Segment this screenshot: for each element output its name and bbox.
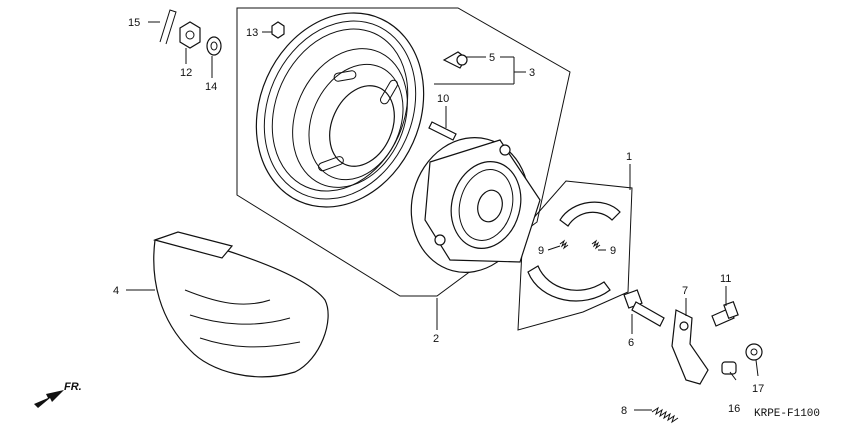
cotter-pin: [159, 9, 177, 45]
callout-2: 2: [433, 333, 439, 345]
callout-3: 3: [529, 67, 535, 79]
callout-16: 16: [728, 403, 740, 415]
hub-brake-drum: [410, 137, 541, 273]
diagram-code: KRPE-F1100: [754, 408, 820, 420]
brake-cam: [623, 289, 665, 327]
callout-6: 6: [628, 337, 634, 349]
nut: [745, 343, 763, 361]
bolt: [711, 300, 739, 327]
leader-lines: [126, 21, 759, 411]
callout-10: 10: [437, 93, 449, 105]
callout-4: 4: [113, 285, 119, 297]
brake-arm: [671, 309, 709, 385]
callout-7: 7: [682, 285, 688, 297]
brake-shoe-lower: [527, 265, 611, 302]
stud-bolt: [428, 121, 457, 141]
callout-8: 8: [621, 405, 627, 417]
callout-11: 11: [720, 273, 731, 285]
wheel-rim: [255, 12, 425, 208]
collar: [721, 361, 737, 375]
callout-15: 15: [128, 17, 140, 29]
washer: [206, 36, 222, 56]
callout-9-right: 9: [610, 245, 616, 257]
air-valve: [442, 51, 468, 69]
callout-9-left: 9: [538, 245, 544, 257]
callout-17: 17: [752, 383, 764, 395]
shoe-springs: [559, 239, 601, 250]
direction-label: FR.: [64, 381, 82, 393]
callout-1: 1: [626, 151, 632, 163]
small-nut: [271, 21, 285, 39]
callout-5: 5: [489, 52, 495, 64]
return-spring: [651, 406, 679, 424]
front-direction-arrow: FR.: [34, 381, 82, 408]
brake-shoe-upper: [559, 201, 621, 227]
axle-nut: [179, 21, 201, 49]
callout-14: 14: [205, 81, 217, 93]
tire: [152, 231, 329, 378]
callout-12: 12: [180, 67, 192, 79]
callout-13: 13: [246, 27, 258, 39]
